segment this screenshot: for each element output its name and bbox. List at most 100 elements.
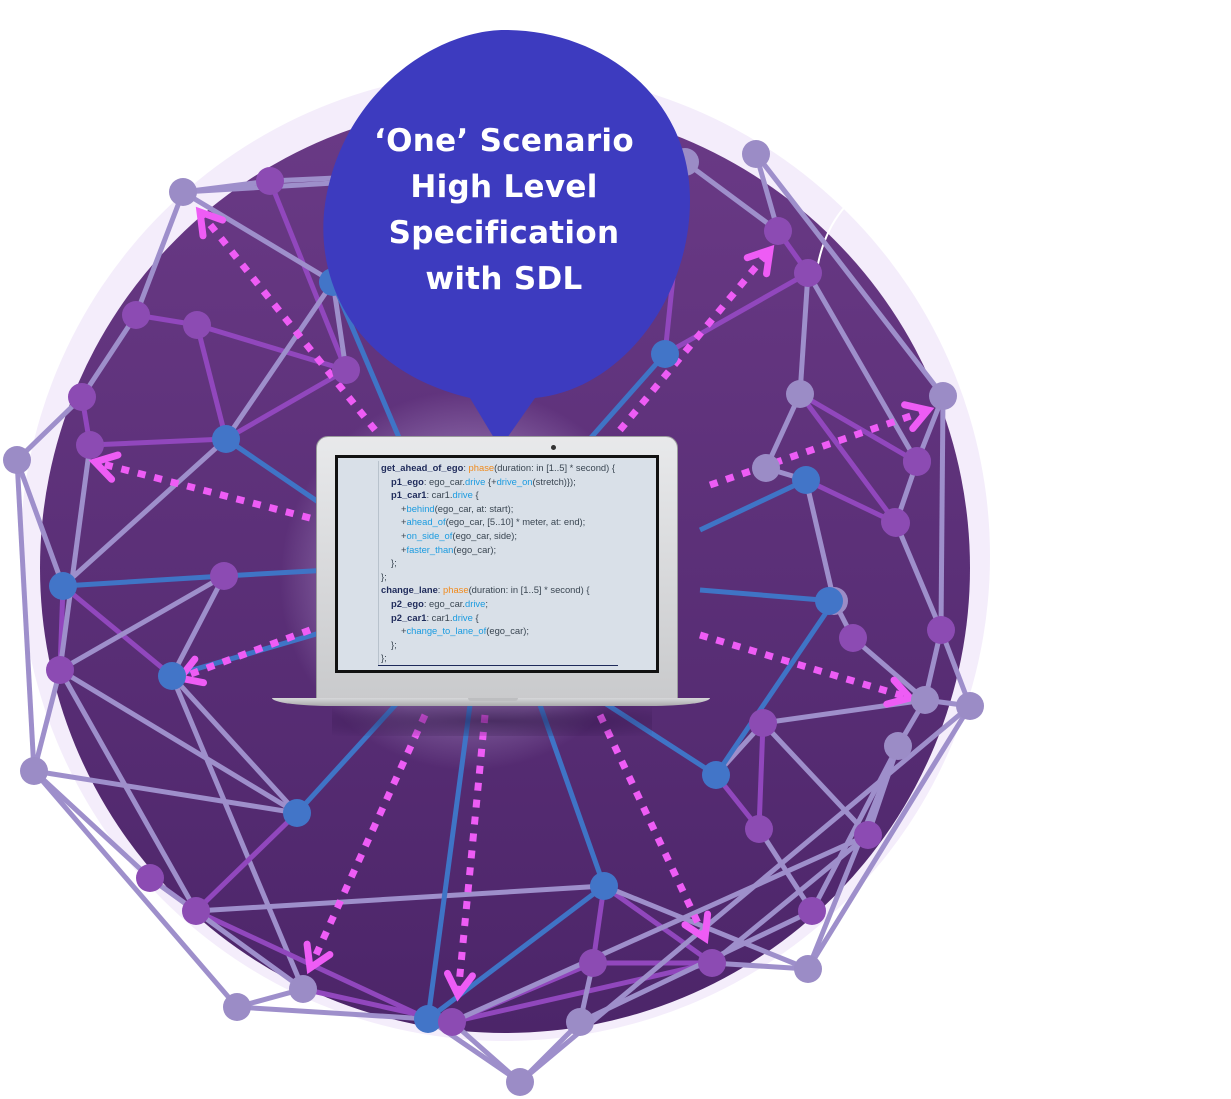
code-token: drive_on — [496, 475, 533, 487]
network-node — [76, 431, 104, 459]
network-edge — [797, 392, 899, 525]
network-node — [183, 311, 211, 339]
network-edge — [756, 722, 766, 830]
network-node — [46, 656, 74, 684]
code-token: behind — [406, 502, 435, 514]
arrow-head-icon — [195, 206, 227, 240]
dotted-arrow — [708, 406, 930, 489]
network-node — [136, 864, 164, 892]
network-edge — [804, 477, 898, 526]
code-token: : — [437, 584, 444, 596]
network-edge — [14, 459, 66, 587]
code-line: p2_ego: ego_car.drive; — [381, 597, 650, 611]
code-line: +on_side_of(ego_car, side); — [381, 529, 650, 543]
network-edge — [194, 324, 229, 440]
network-edge — [236, 1004, 429, 1022]
arrow-head-icon — [743, 244, 775, 278]
network-node — [752, 454, 780, 482]
network-edge — [148, 875, 305, 992]
network-spoke — [578, 352, 667, 452]
code-line: p2_car1: car1.drive { — [381, 611, 650, 625]
network-edge — [89, 436, 227, 448]
network-node — [210, 562, 238, 590]
code-token: (ego_car, [5..10] * meter, at: end); — [445, 516, 586, 528]
arrow-head-icon — [901, 401, 935, 433]
network-edge — [57, 444, 93, 671]
code-token: get_ahead_of_ego — [381, 462, 464, 473]
network-node — [702, 761, 730, 789]
code-token: (duration: in [1..5] * second) { — [468, 584, 590, 596]
network-node — [903, 447, 931, 475]
network-spoke — [537, 704, 607, 887]
code-token: (ego_car); — [486, 625, 529, 637]
network-node — [256, 167, 284, 195]
code-token: + — [401, 625, 407, 637]
code-line: }; — [381, 556, 650, 570]
network-node — [884, 732, 912, 760]
network-node — [332, 356, 360, 384]
code-token: ahead_of — [406, 516, 446, 528]
code-line: get_ahead_of_ego: phase(duration: in [1.… — [381, 461, 650, 475]
callout-line: ‘One’ Scenario — [374, 123, 634, 159]
code-token: { — [472, 611, 479, 623]
network-node — [764, 217, 792, 245]
network-node — [786, 380, 814, 408]
network-edge — [805, 704, 973, 971]
callout-line: with SDL — [425, 261, 583, 297]
code-token: drive — [452, 489, 473, 501]
code-token: : ego_car. — [423, 475, 466, 487]
callout-title: ‘One’ Scenario High Level Specification … — [330, 118, 678, 302]
laptop-base — [272, 698, 710, 706]
code-token: + — [401, 502, 407, 514]
code-token: change_lane — [381, 584, 438, 596]
code-token: (duration: in [1..5] * second) { — [494, 462, 615, 473]
network-spoke — [598, 697, 718, 778]
network-spoke — [699, 587, 835, 604]
network-edge — [761, 721, 870, 837]
dotted-arrow — [94, 458, 311, 522]
network-node — [283, 799, 311, 827]
network-node — [798, 897, 826, 925]
code-line: }; — [381, 651, 650, 665]
network-node — [414, 1005, 442, 1033]
network-edge — [754, 152, 945, 398]
network-edge — [170, 674, 299, 815]
network-node — [566, 1008, 594, 1036]
network-edge — [797, 272, 811, 395]
network-edge — [15, 395, 84, 462]
laptop-screen: get_ahead_of_ego: phase(duration: in [1.… — [335, 455, 659, 673]
code-line: +change_to_lane_of(ego_car); — [381, 624, 650, 638]
code-token: (ego_car, at: start); — [434, 502, 514, 514]
code-token: }; — [391, 557, 397, 569]
network-edge — [851, 636, 927, 702]
network-edge — [450, 1020, 522, 1084]
network-node — [3, 446, 31, 474]
network-edge — [450, 832, 870, 1025]
network-edge — [224, 367, 348, 442]
arrow-head-icon — [88, 451, 122, 483]
network-spoke — [425, 704, 473, 1020]
network-node — [911, 686, 939, 714]
network-spoke — [223, 567, 331, 579]
code-token: {+ — [485, 475, 497, 487]
network-node — [68, 383, 96, 411]
code-line: p1_car1: car1.drive { — [381, 488, 650, 502]
dotted-arrow — [197, 209, 378, 433]
network-edge — [893, 522, 944, 631]
network-edge — [267, 180, 349, 371]
code-token: faster_than — [406, 543, 454, 555]
network-node — [122, 301, 150, 329]
dotted-arrow — [178, 626, 312, 682]
network-node — [212, 425, 240, 453]
network-node — [579, 949, 607, 977]
code-token: (ego_car, side); — [452, 529, 517, 541]
network-edge — [602, 883, 714, 966]
network-node — [929, 382, 957, 410]
network-node — [438, 1008, 466, 1036]
network-edge — [32, 769, 239, 1009]
code-line: +faster_than(ego_car); — [381, 543, 650, 557]
code-token: { — [472, 489, 479, 501]
network-edge — [938, 395, 946, 631]
code-token: : ego_car. — [423, 597, 466, 609]
